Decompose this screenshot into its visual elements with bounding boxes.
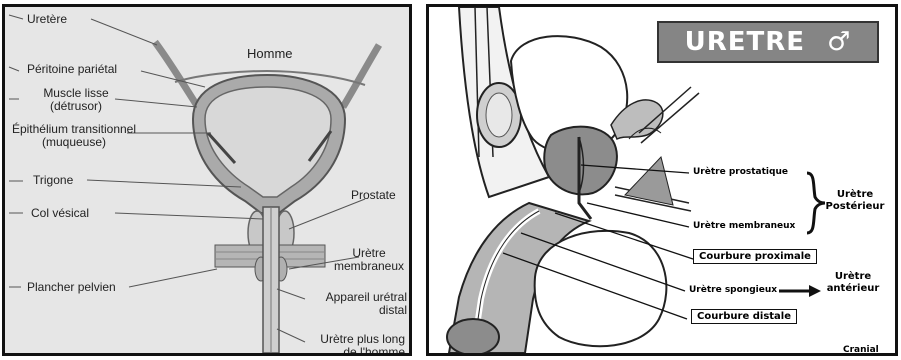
label-uretre-long: Urètre plus long de l'homme bbox=[305, 333, 405, 356]
label-uretre-membraneux: Urètre membraneux bbox=[693, 221, 795, 231]
label-cranial: Cranial bbox=[843, 345, 879, 355]
bladder-diagram-panel: Homme Uretère Péritoine pariétal Muscle … bbox=[2, 4, 412, 356]
prostate bbox=[544, 127, 617, 195]
label-trigone: Trigone bbox=[33, 174, 73, 187]
male-symbol-icon: ♂ bbox=[827, 27, 851, 57]
label-appareil-uretral: Appareil urétral distal bbox=[309, 291, 407, 317]
label-courbure-proximale: Courbure proximale bbox=[693, 249, 817, 264]
label-uretre-prostatique: Urètre prostatique bbox=[693, 167, 788, 177]
urethra-diagram-panel: URETRE ♂ Urètre prostatique Urètre membr… bbox=[426, 4, 898, 356]
right-ureter bbox=[343, 45, 379, 107]
label-plancher-pelvien: Plancher pelvien bbox=[27, 281, 116, 294]
posterior-brace bbox=[807, 173, 825, 233]
arrow-icon bbox=[809, 285, 821, 297]
glans bbox=[447, 319, 499, 353]
uretre-title-box: URETRE ♂ bbox=[657, 21, 879, 63]
label-uretere: Uretère bbox=[27, 13, 67, 26]
label-uretre-posterieur: Urètre Postérieur bbox=[825, 189, 885, 213]
label-prostate: Prostate bbox=[351, 189, 396, 202]
label-epithelium: Épithélium transitionnel (muqueuse) bbox=[5, 123, 143, 149]
label-col-vesical: Col vésical bbox=[31, 207, 89, 220]
label-uretre-anterieur: Urètre antérieur bbox=[823, 271, 883, 295]
perineal-muscle bbox=[625, 157, 673, 205]
label-courbure-distale: Courbure distale bbox=[691, 309, 797, 324]
uretre-title: URETRE bbox=[685, 27, 805, 57]
label-uretre-membraneux: Urètre membraneux bbox=[331, 247, 407, 273]
diagram-title: Homme bbox=[247, 47, 293, 60]
label-uretre-spongieux: Urètre spongieux bbox=[689, 285, 777, 295]
label-peritoine: Péritoine pariétal bbox=[27, 63, 117, 76]
label-muscle-lisse: Muscle lisse (détrusor) bbox=[35, 87, 117, 113]
